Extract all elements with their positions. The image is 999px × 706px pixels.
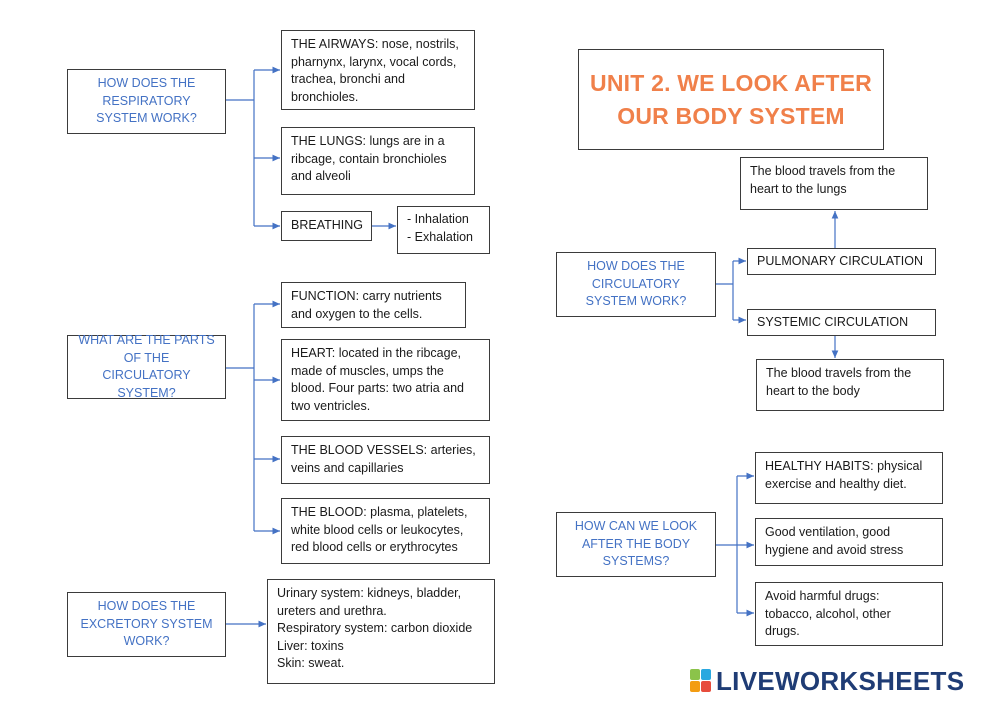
breathing-box: BREATHING (281, 211, 372, 241)
drugs-line: tobacco, alcohol, other (765, 606, 891, 621)
airways-line: bronchioles. (291, 89, 359, 104)
function-line: FUNCTION: carry nutrients (291, 289, 442, 303)
title-line-2: OUR BODY SYSTEM (617, 102, 845, 129)
pulmonary-desc-box: The blood travels from the heart to the … (740, 157, 928, 210)
ventilation-line: Good ventilation, good (765, 525, 891, 539)
habits-line: exercise and healthy diet. (765, 476, 907, 491)
ventilation-box: Good ventilation, good hygiene and avoid… (755, 518, 943, 566)
blood-line: THE BLOOD: plasma, platelets, (291, 505, 468, 519)
excretory-question: HOW DOES THE EXCRETORY SYSTEM WORK? (67, 592, 226, 657)
blood-line: red blood cells or erythrocytes (291, 540, 458, 554)
lungs-line: ribcage, contain bronchioles (291, 151, 447, 166)
pulmonary-box: PULMONARY CIRCULATION (747, 248, 936, 275)
vessels-line: THE BLOOD VESSELS: arteries, (291, 443, 476, 457)
drugs-line: drugs. (765, 624, 800, 638)
heart-line: blood. Four parts: two atria and (291, 381, 465, 395)
blood-box: THE BLOOD: plasma, platelets, white bloo… (281, 498, 490, 564)
systemic-box: SYSTEMIC CIRCULATION (747, 309, 936, 336)
airways-line: trachea, bronchi and (291, 72, 405, 86)
excretory-line: Respiratory system: carbon dioxide (277, 621, 473, 635)
systemic-desc-line: heart to the body (766, 383, 860, 398)
excretory-answer-box: Urinary system: kidneys, bladder, ureter… (267, 579, 495, 684)
exhalation-item: - Exhalation (407, 229, 474, 244)
look-after-question: HOW CAN WE LOOK AFTER THE BODY SYSTEMS? (556, 512, 716, 577)
excretory-line: Urinary system: kidneys, bladder, (277, 586, 462, 600)
healthy-habits-box: HEALTHY HABITS: physical exercise and he… (755, 452, 943, 504)
function-box: FUNCTION: carry nutrients and oxygen to … (281, 282, 466, 328)
respiratory-question: HOW DOES THE RESPIRATORY SYSTEM WORK? (67, 69, 226, 134)
logo-badge-icon (690, 669, 712, 693)
function-line: and oxygen to the cells. (291, 306, 423, 321)
title-line-1: UNIT 2. WE LOOK AFTER (590, 69, 872, 96)
excretory-line: Liver: toxins (277, 638, 344, 653)
breathing-label: BREATHING (291, 218, 363, 232)
pulmonary-desc-line: The blood travels from the (750, 164, 896, 178)
page-title: UNIT 2. WE LOOK AFTER OUR BODY SYSTEM (578, 49, 884, 150)
blood-vessels-box: THE BLOOD VESSELS: arteries, veins and c… (281, 436, 490, 484)
airways-line: pharnynx, larynx, vocal cords, (291, 54, 457, 69)
pulmonary-desc-line: heart to the lungs (750, 181, 847, 196)
airways-box: THE AIRWAYS: nose, nostrils, pharnynx, l… (281, 30, 475, 110)
heart-line: two ventricles. (291, 398, 371, 413)
heart-line: made of muscles, umps the (291, 363, 444, 378)
breathing-items-box: - Inhalation - Exhalation (397, 206, 490, 254)
drugs-box: Avoid harmful drugs: tobacco, alcohol, o… (755, 582, 943, 646)
heart-box: HEART: located in the ribcage, made of m… (281, 339, 490, 421)
systemic-desc-box: The blood travels from the heart to the … (756, 359, 944, 411)
excretory-line: ureters and urethra. (277, 603, 387, 618)
vessels-line: veins and capillaries (291, 460, 404, 475)
excretory-line: Skin: sweat. (277, 656, 345, 670)
inhalation-item: - Inhalation (407, 212, 469, 226)
ventilation-line: hygiene and avoid stress (765, 542, 904, 557)
heart-line: HEART: located in the ribcage, (291, 346, 462, 360)
lungs-line: THE LUNGS: lungs are in a (291, 134, 445, 148)
pulmonary-label: PULMONARY CIRCULATION (757, 254, 924, 268)
lungs-line: and alveoli (291, 169, 351, 183)
systemic-label: SYSTEMIC CIRCULATION (757, 315, 909, 329)
circulatory-work-question: HOW DOES THE CIRCULATORY SYSTEM WORK? (556, 252, 716, 317)
liveworksheets-logo: LIVEWORKSHEETS (690, 666, 964, 696)
logo-text: LIVEWORKSHEETS (716, 665, 965, 696)
habits-line: HEALTHY HABITS: physical (765, 459, 923, 473)
lungs-box: THE LUNGS: lungs are in a ribcage, conta… (281, 127, 475, 195)
blood-line: white blood cells or leukocytes, (291, 522, 464, 537)
systemic-desc-line: The blood travels from the (766, 366, 912, 380)
airways-line: THE AIRWAYS: nose, nostrils, (291, 37, 459, 51)
drugs-line: Avoid harmful drugs: (765, 589, 880, 603)
circulatory-parts-question: WHAT ARE THE PARTS OF THE CIRCULATORY SY… (67, 333, 226, 400)
